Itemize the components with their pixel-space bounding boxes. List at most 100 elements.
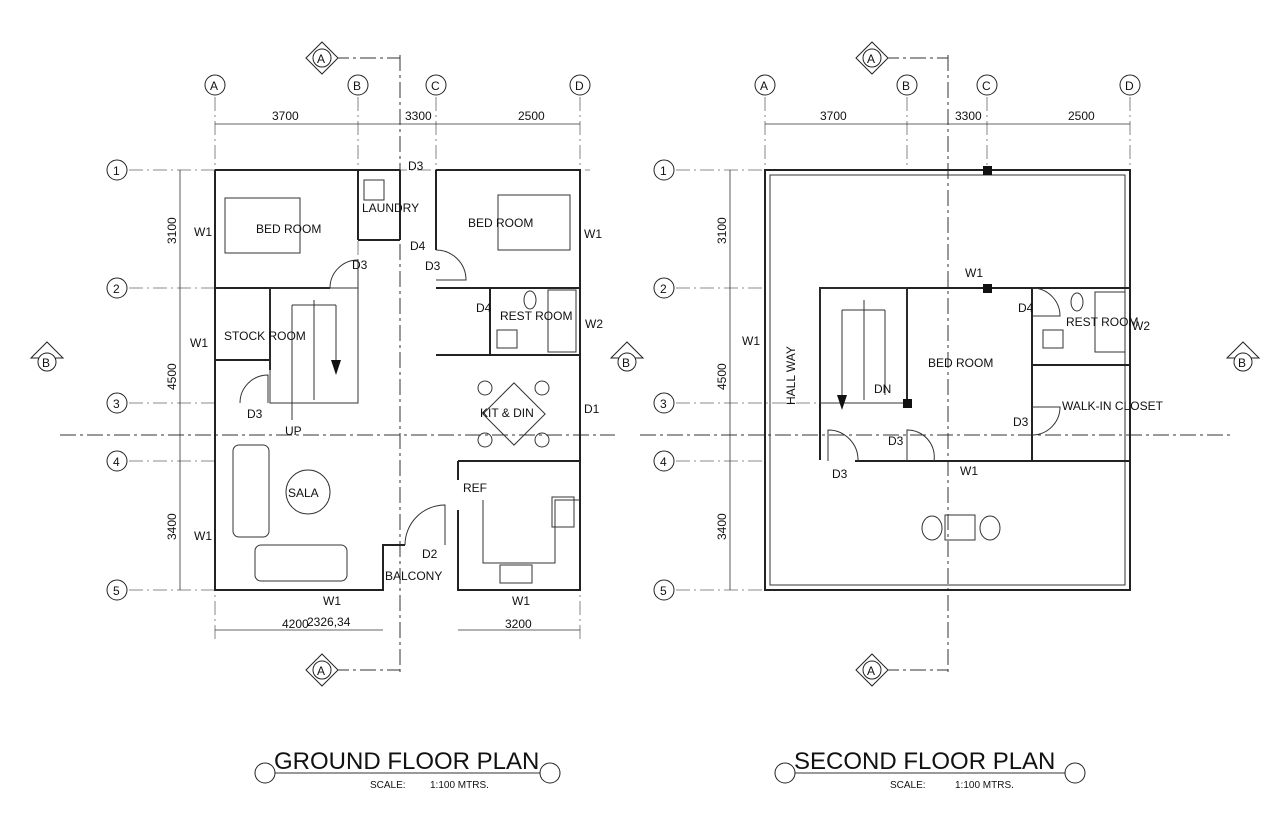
- grid-a: A: [760, 79, 768, 93]
- grid-2: 2: [113, 282, 120, 296]
- tag-d3: D3: [408, 159, 424, 173]
- title-block: GROUND FLOOR PLAN SCALE: 1:100 MTRS.: [254, 748, 561, 791]
- sink-icon: [496, 329, 518, 349]
- toilet-icon: [523, 290, 537, 310]
- sink-icon: [363, 179, 385, 201]
- tag-w1: W1: [194, 529, 212, 543]
- tag-d4: D4: [476, 301, 492, 315]
- section-b-right: B: [622, 356, 630, 370]
- grid-5: 5: [113, 584, 120, 598]
- grid-2: 2: [660, 282, 667, 296]
- tag-w1: W1: [190, 336, 208, 350]
- sink-icon: [1042, 329, 1064, 349]
- grid-c: C: [982, 79, 991, 93]
- grid-4: 4: [660, 455, 667, 469]
- grid-b: B: [353, 79, 361, 93]
- room-laundry: LAUNDRY: [362, 201, 419, 215]
- label-up: UP: [285, 424, 302, 438]
- tag-d1: D1: [584, 402, 600, 416]
- tag-d4: D4: [410, 239, 426, 253]
- room-balcony: BALCONY: [385, 569, 442, 583]
- grid-a: A: [210, 79, 218, 93]
- tag-d2: D2: [422, 547, 438, 561]
- door-swing-icon: [404, 504, 446, 546]
- dim-top-2: 3300: [955, 109, 982, 123]
- tag-d3: D3: [247, 407, 263, 421]
- table-icon: [285, 469, 331, 515]
- grid-5: 5: [660, 584, 667, 598]
- dim-side-2: 4500: [715, 363, 729, 390]
- ground-floor-plan: 3700 3300 2500 3100 4500 3400 4200 2326,…: [29, 41, 645, 791]
- label-dn: DN: [874, 382, 891, 396]
- dimensions: 3700 3300 2500 3100 4500 3400 4200 2326,…: [165, 109, 580, 631]
- stove-icon: [551, 496, 575, 528]
- scale-label: SCALE:: [370, 780, 406, 791]
- room-walk-in-closet: WALK-IN CLOSET: [1062, 399, 1164, 413]
- room-rest: REST ROOM: [500, 309, 572, 323]
- grid-d: D: [1125, 79, 1134, 93]
- tag-w1: W1: [960, 464, 978, 478]
- dim-top-1: 3700: [820, 109, 847, 123]
- dim-top-3: 2500: [518, 109, 545, 123]
- tag-d3: D3: [1013, 415, 1029, 429]
- furniture: [827, 287, 1084, 541]
- section-markers: A A B B: [29, 41, 645, 687]
- section-b-left: B: [42, 356, 50, 370]
- tag-w2: W2: [1132, 319, 1150, 333]
- section-b-right: B: [1238, 356, 1246, 370]
- grid-3: 3: [113, 397, 120, 411]
- section-a-bottom: A: [867, 664, 875, 678]
- tag-d4: D4: [1018, 301, 1034, 315]
- dim-top-3: 2500: [1068, 109, 1095, 123]
- grid-bubbles: A B C D 1 2 3 4 5: [106, 74, 591, 601]
- dim-bottom-2: 2326,34: [307, 615, 351, 629]
- room-labels: BED ROOM LAUNDRY BED ROOM STOCK ROOM RES…: [190, 159, 603, 608]
- dim-top-1: 3700: [272, 109, 299, 123]
- tag-w1: W1: [584, 227, 602, 241]
- grid-3: 3: [660, 397, 667, 411]
- dim-side-3: 3400: [165, 513, 179, 540]
- kitchen-sink-icon: [499, 564, 533, 584]
- dim-side-1: 3100: [165, 217, 179, 244]
- tag-w1: W1: [512, 594, 530, 608]
- tag-d3: D3: [352, 258, 368, 272]
- room-kit-din: KIT & DIN: [480, 406, 534, 420]
- room-stock: STOCK ROOM: [224, 329, 306, 343]
- grid-1: 1: [660, 164, 667, 178]
- dim-bottom-3: 3200: [505, 617, 532, 631]
- tag-d3: D3: [888, 434, 904, 448]
- dining-table-icon: [482, 382, 546, 446]
- room-sala: SALA: [288, 486, 319, 500]
- walls: [764, 166, 1131, 591]
- section-a-top: A: [317, 52, 325, 66]
- title-block: SECOND FLOOR PLAN SCALE: 1:100 MTRS.: [774, 748, 1086, 791]
- scale-label: SCALE:: [890, 780, 926, 791]
- section-markers: A A B: [855, 41, 1261, 687]
- grid-4: 4: [113, 455, 120, 469]
- second-floor-plan: 3700 3300 2500 3100 4500 3400: [640, 41, 1261, 791]
- tag-d3: D3: [425, 259, 441, 273]
- room-bed-room-1: BED ROOM: [256, 222, 321, 236]
- room-hall-way: HALL WAY: [784, 346, 798, 405]
- dimensions: 3700 3300 2500 3100 4500 3400: [715, 109, 1130, 590]
- bed-icon: [497, 194, 571, 251]
- dim-top-2: 3300: [405, 109, 432, 123]
- label-ref: REF: [463, 481, 487, 495]
- tag-w1: W1: [965, 266, 983, 280]
- grid-1: 1: [113, 164, 120, 178]
- sofa-icon: [254, 544, 348, 582]
- dim-side-2: 4500: [165, 363, 179, 390]
- room-rest: REST ROOM: [1066, 315, 1138, 329]
- room-bed-room: BED ROOM: [928, 356, 993, 370]
- scale-value: 1:100 MTRS.: [955, 780, 1014, 791]
- scale-value: 1:100 MTRS.: [430, 780, 489, 791]
- tag-d3: D3: [832, 467, 848, 481]
- stairs: [837, 300, 886, 410]
- stairs: [291, 300, 341, 420]
- section-a-bottom: A: [317, 664, 325, 678]
- room-bed-room-2: BED ROOM: [468, 216, 533, 230]
- tag-w1: W1: [323, 594, 341, 608]
- grid-c: C: [431, 79, 440, 93]
- plan-title: GROUND FLOOR PLAN: [274, 748, 539, 775]
